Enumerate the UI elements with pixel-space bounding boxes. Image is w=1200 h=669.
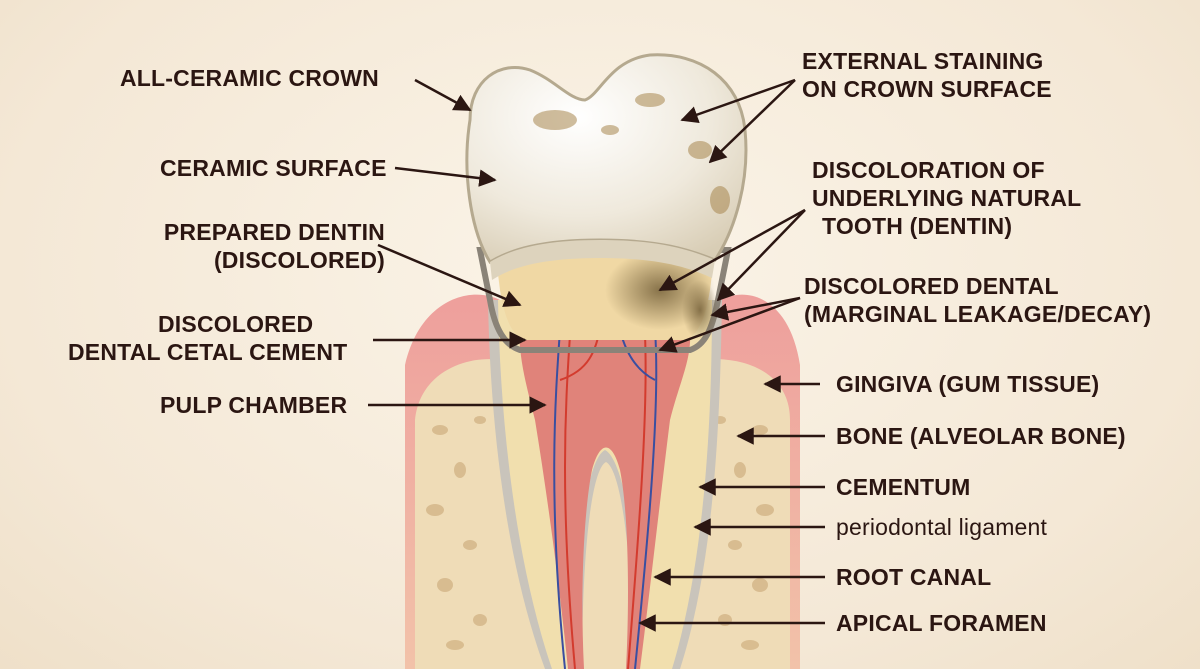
label-ceramic-surface: CERAMIC SURFACE: [160, 155, 387, 181]
label-discolored-cement-line2: DENTAL CETAL CEMENT: [68, 339, 348, 365]
label-pulp-chamber: PULP CHAMBER: [160, 392, 348, 418]
pulp-vessels: [553, 329, 658, 669]
label-prepared-dentin-line1: PREPARED DENTIN: [163, 219, 385, 245]
label-bone: BONE (ALVEOLAR BONE): [836, 423, 1126, 449]
label-discolored-dental-line1: DISCOLORED DENTAL: [804, 273, 1059, 299]
label-discoloration-line1: DISCOLORATION OF: [812, 157, 1045, 183]
label-external-staining: EXTERNAL STAINING ON CROWN SURFACE: [802, 47, 1052, 103]
label-external-staining-line2: ON CROWN SURFACE: [802, 76, 1052, 102]
arrow-ceramic-surface: [394, 166, 497, 187]
label-external-staining-line1: EXTERNAL STAINING: [802, 48, 1044, 74]
label-discoloration-line3: TOOTH (DENTIN): [822, 213, 1013, 239]
label-cementum: CEMENTUM: [836, 474, 971, 500]
label-apical-foramen: APICAL FORAMEN: [836, 610, 1047, 636]
label-periodontal-ligament: periodontal ligament: [836, 514, 1048, 540]
arrow-prepared-dentin: [377, 243, 522, 307]
arrow-external-staining-1: [680, 78, 796, 123]
arrow-discolored-dental-2: [658, 296, 801, 353]
label-prepared-dentin: PREPARED DENTIN (DISCOLORED): [164, 218, 385, 274]
label-discolored-cement-line1: DISCOLORED: [158, 311, 314, 337]
label-all-ceramic-crown: ALL-CERAMIC CROWN: [120, 65, 379, 91]
label-root-canal: ROOT CANAL: [836, 564, 992, 590]
crown-stains: [533, 93, 730, 214]
label-prepared-dentin-line2: (DISCOLORED): [213, 247, 385, 273]
label-discoloration-line2: UNDERLYING NATURAL: [812, 185, 1082, 211]
arrow-discoloration-1: [658, 208, 806, 292]
arrow-discolored-dental-1: [710, 296, 801, 321]
label-discolored-dental: DISCOLORED DENTAL (MARGINAL LEAKAGE/DECA…: [804, 272, 1151, 328]
label-discoloration: DISCOLORATION OF UNDERLYING NATURAL TOOT…: [812, 156, 1081, 240]
arrow-discoloration-2: [716, 209, 806, 302]
label-gingiva: GINGIVA (GUM TISSUE): [836, 371, 1100, 397]
arrow-all-ceramic-crown: [414, 78, 472, 112]
label-discolored-cement: DISCOLORED DENTAL CETAL CEMENT: [68, 310, 347, 366]
arrow-external-staining-2: [708, 79, 796, 164]
label-discolored-dental-line2: (MARGINAL LEAKAGE/DECAY): [804, 301, 1152, 327]
leader-lines: [368, 78, 825, 632]
pulp-chamber: [519, 298, 691, 669]
